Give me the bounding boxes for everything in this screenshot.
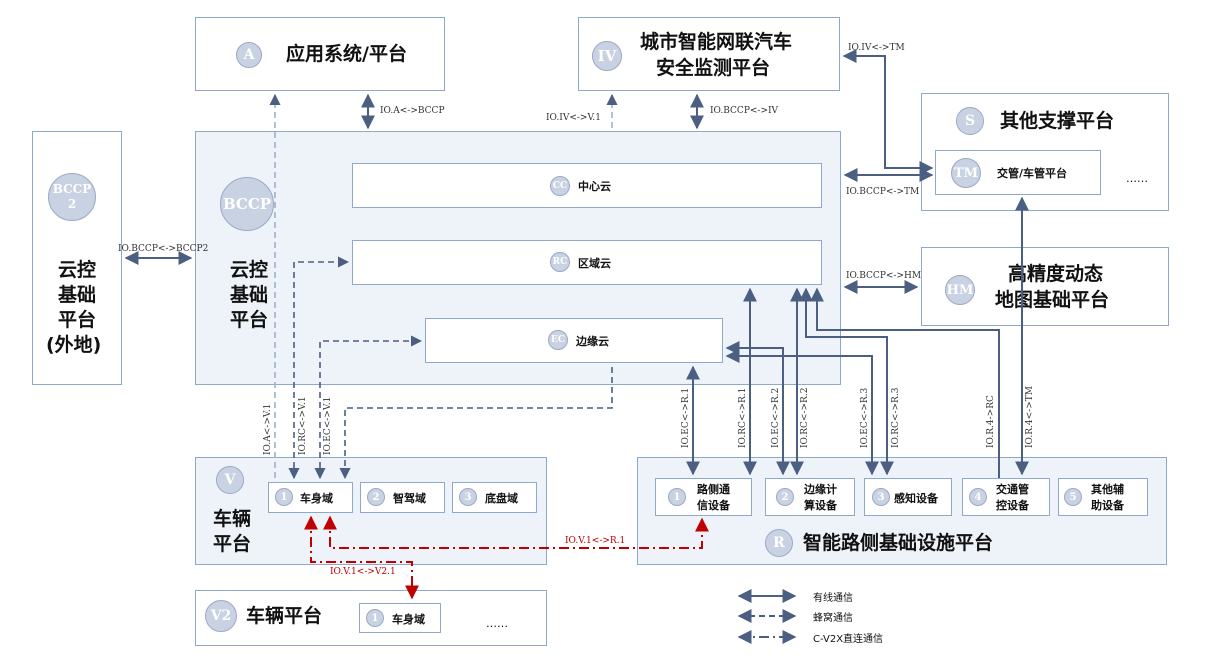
cloud-cc-box xyxy=(352,163,822,208)
v-title-1: 车辆 xyxy=(213,508,252,530)
label-rc-r3: IO.RC<->R.3 xyxy=(891,387,901,448)
badge-tm: TM xyxy=(951,158,981,188)
badge-rc: RC xyxy=(550,252,570,272)
v2-title: 车辆平台 xyxy=(246,605,323,627)
v-domain-2-num: 2 xyxy=(367,488,385,506)
cloud-ec-label: 边缘云 xyxy=(576,335,609,348)
legend-label-solid: 有线通信 xyxy=(813,593,853,604)
r-device-1-line1: 路侧通 xyxy=(697,483,730,496)
link-rc-r3 xyxy=(799,287,894,476)
r-device-1-num: 1 xyxy=(668,488,686,506)
badge-a: A xyxy=(236,42,262,68)
link-r4-rc xyxy=(810,287,1000,478)
v-domain-1-label: 车身域 xyxy=(300,492,333,505)
link-v1-v21 xyxy=(304,515,419,600)
r-device-5-line2: 助设备 xyxy=(1091,499,1124,512)
r-device-3-line1: 感知设备 xyxy=(894,492,938,505)
badge-hm: HM xyxy=(945,275,975,305)
label-a-bccp: IO.A<->BCCP xyxy=(380,106,445,116)
r-device-4-line1: 交通管 xyxy=(996,483,1029,496)
v-domain-1-num: 1 xyxy=(275,488,293,506)
v-domain-2-label: 智驾域 xyxy=(393,492,426,505)
v-domain-1 xyxy=(268,482,353,513)
bccp2-title-1: 云控 xyxy=(58,259,97,281)
bccp2-title-3: 平台 xyxy=(58,309,97,331)
r-device-4-line2: 控设备 xyxy=(996,499,1029,512)
label-ec-v1: IO.EC<->V.1 xyxy=(323,396,333,455)
label-ec-r3: IO.EC<->R.3 xyxy=(860,387,870,448)
link-ec-v1-b xyxy=(339,367,613,480)
badge-r: R xyxy=(765,529,793,557)
bccp-title-2: 基础 xyxy=(230,284,269,306)
v-title-2: 平台 xyxy=(213,533,252,555)
badge-bccp2-line2: 2 xyxy=(67,197,77,211)
label-a-v1: IO.A<->V.1 xyxy=(263,403,273,455)
r-device-2-line1: 边缘计 xyxy=(804,483,837,496)
link-rc-v1 xyxy=(288,256,350,480)
r-device-3-num: 3 xyxy=(872,488,890,506)
label-bccp-bccp2: IO.BCCP<->BCCP2 xyxy=(118,244,209,254)
label-v1-r1: IO.V.1<->R.1 xyxy=(565,536,626,546)
label-rc-v1: IO.RC<->V.1 xyxy=(298,396,308,455)
label-iv-v1: IO.IV<->V.1 xyxy=(546,113,601,123)
badge-ec: EC xyxy=(548,330,568,350)
r-device-2-line2: 算设备 xyxy=(804,499,837,512)
badge-cc: CC xyxy=(550,176,570,196)
r-device-4-num: 4 xyxy=(969,488,987,506)
badge-bccp: BCCP xyxy=(220,177,274,231)
bccp2-title-2: 基础 xyxy=(58,284,97,306)
platform-s-title: 其他支撑平台 xyxy=(1000,110,1115,132)
bccp-title-1: 云控 xyxy=(230,259,269,281)
label-ec-r2: IO.EC<->R.2 xyxy=(771,387,781,448)
badge-v2: V2 xyxy=(205,600,237,632)
badge-bccp2-line1: BCCP xyxy=(52,182,92,196)
badge-s: S xyxy=(956,107,984,135)
platform-iv-title-2: 安全监测平台 xyxy=(656,57,771,79)
r-title: 智能路侧基础设施平台 xyxy=(803,532,994,554)
label-bccp-tm: IO.BCCP<->TM xyxy=(846,187,920,197)
r-device-5-num: 5 xyxy=(1064,488,1082,506)
label-ec-r1: IO.EC<->R.1 xyxy=(681,387,691,448)
label-r4-rc: IO.R.4->RC xyxy=(986,395,996,448)
tm-label: 交管/车管平台 xyxy=(997,167,1068,180)
v-domain-3-label: 底盘域 xyxy=(485,492,518,505)
v2-domain-1-num: 1 xyxy=(366,609,384,627)
badge-bccp2: BCCP 2 xyxy=(48,173,96,221)
v2-domain-1-label: 车身域 xyxy=(392,613,425,626)
v2-ellipsis: …… xyxy=(486,617,508,630)
badge-v: V xyxy=(216,466,244,494)
label-iv-tm: IO.IV<->TM xyxy=(848,43,905,53)
link-ec-v1 xyxy=(314,335,423,480)
cloud-ec-box xyxy=(425,318,723,363)
cloud-rc-label: 区域云 xyxy=(578,257,611,270)
label-bccp-hm: IO.BCCP<->HM xyxy=(846,271,922,281)
badge-iv: IV xyxy=(592,41,622,71)
bccp-title-3: 平台 xyxy=(230,309,269,331)
label-v1-v21: IO.V.1<->V2.1 xyxy=(330,567,396,577)
platform-iv-title-1: 城市智能网联汽车 xyxy=(640,31,793,53)
v-domain-3-num: 3 xyxy=(459,488,477,506)
label-r4-tm: IO.R.4<->TM xyxy=(1025,386,1035,448)
cloud-rc-box xyxy=(352,240,822,285)
r-device-1-line2: 信设备 xyxy=(697,499,730,512)
link-iv-tm xyxy=(842,49,934,175)
r-device-5-line1: 其他辅 xyxy=(1091,483,1124,496)
legend-label-dashdot: C-V2X直连通信 xyxy=(813,634,884,645)
s-ellipsis: …… xyxy=(1126,172,1148,185)
platform-a-title: 应用系统/平台 xyxy=(286,43,407,65)
legend-label-dashed: 蜂窝通信 xyxy=(813,613,853,624)
bccp2-title-4: (外地) xyxy=(46,334,102,356)
r-device-2-num: 2 xyxy=(776,488,794,506)
cloud-cc-label: 中心云 xyxy=(578,180,611,193)
label-rc-r1: IO.RC<->R.1 xyxy=(738,387,748,448)
platform-hm-title-1: 高精度动态 xyxy=(1008,263,1104,285)
link-v1-r1 xyxy=(323,515,709,549)
label-rc-r2: IO.RC<->R.2 xyxy=(800,387,810,448)
label-bccp-iv: IO.BCCP<->IV xyxy=(710,106,779,116)
